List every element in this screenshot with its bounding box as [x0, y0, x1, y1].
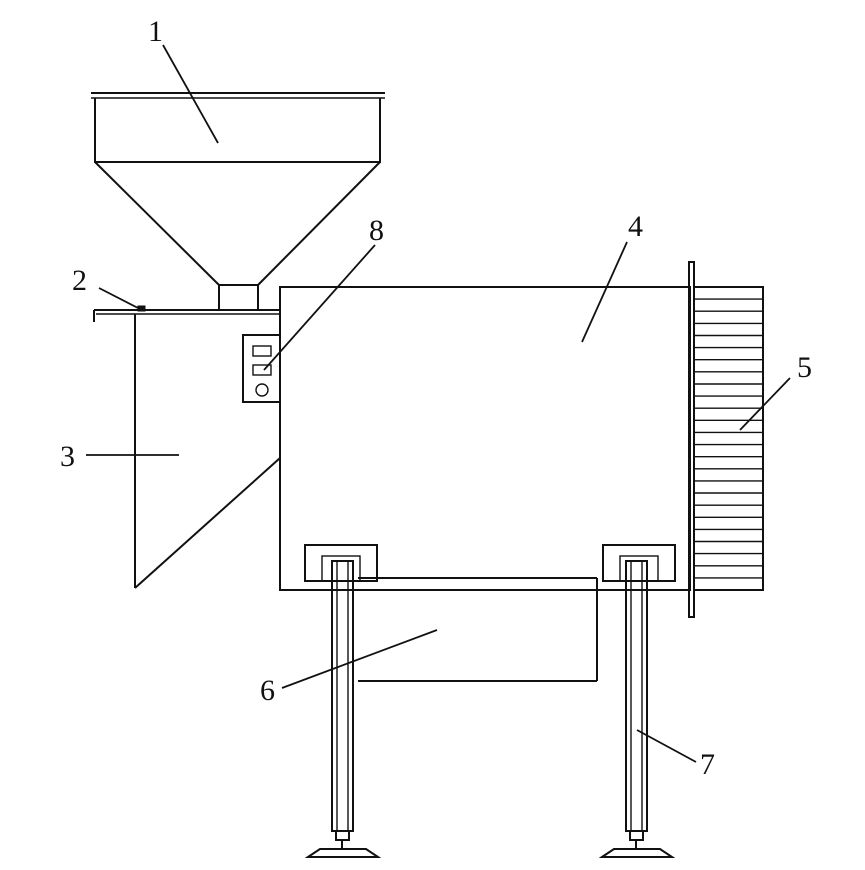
leg-mount-left	[304, 544, 378, 582]
hopper	[91, 92, 385, 311]
feed-plate	[93, 305, 280, 322]
feed-chute	[134, 314, 281, 589]
leader-lines	[86, 44, 791, 763]
leg-left	[304, 560, 382, 858]
control-panel	[242, 334, 281, 403]
leg-right	[598, 560, 676, 858]
radiator-fins	[694, 298, 763, 579]
label-8: 8	[369, 214, 384, 247]
label-5: 5	[797, 351, 812, 384]
label-3: 3	[60, 440, 75, 473]
label-7: 7	[700, 748, 715, 781]
leg-mount-right	[602, 544, 676, 582]
label-6: 6	[260, 674, 275, 707]
label-4: 4	[628, 210, 643, 243]
label-2: 2	[72, 264, 87, 297]
label-1: 1	[148, 15, 163, 48]
collector-tank	[358, 577, 598, 682]
radiator	[688, 261, 764, 618]
